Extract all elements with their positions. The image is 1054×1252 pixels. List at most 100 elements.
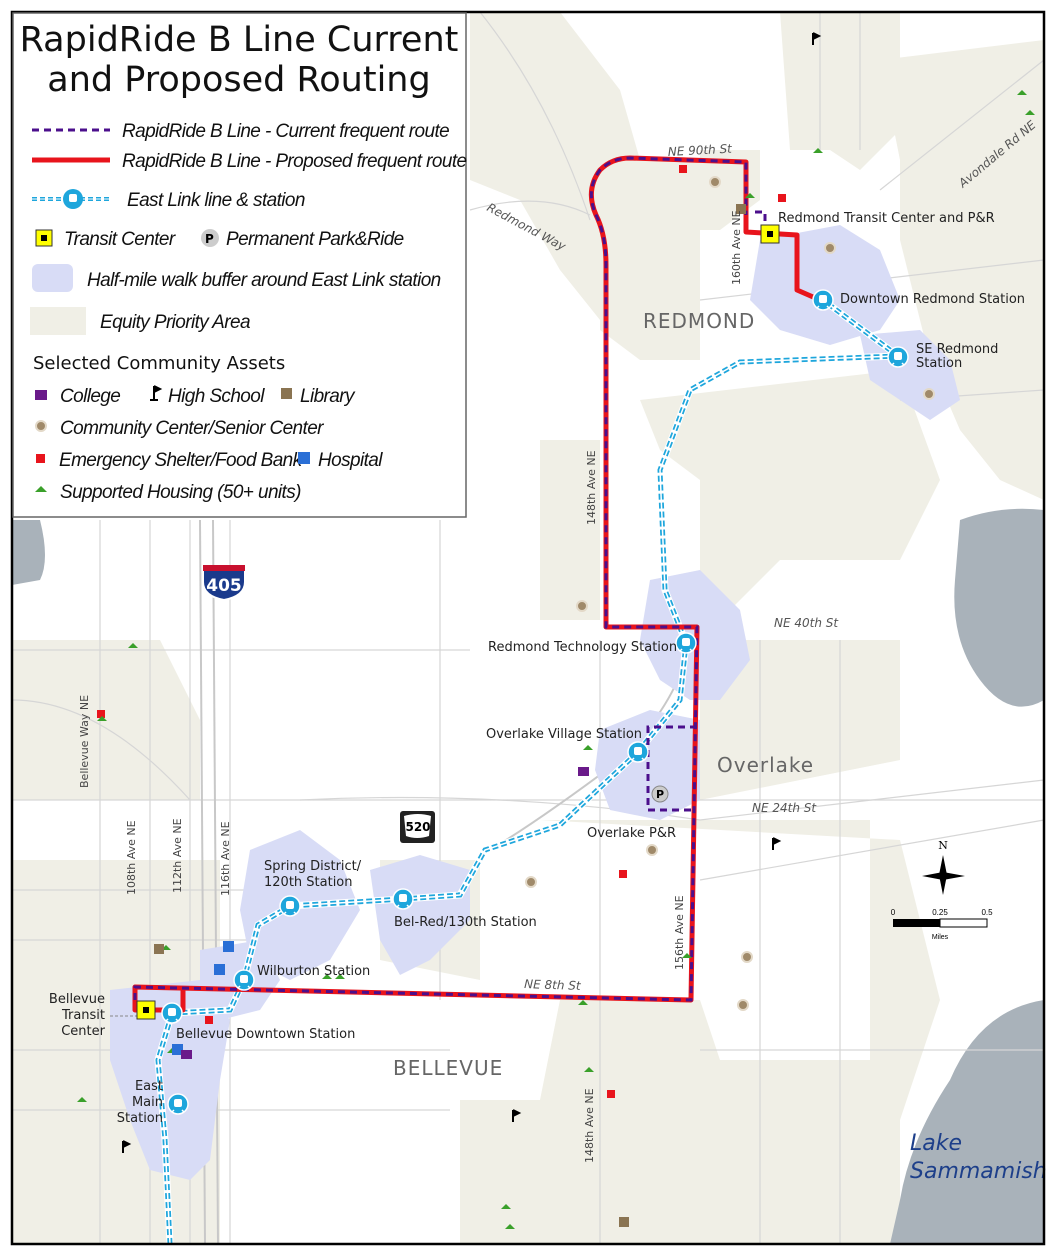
legend-housing: Supported Housing (50+ units)	[60, 482, 301, 503]
station-icon	[279, 895, 301, 917]
transit-center-icon	[110, 1000, 156, 1020]
legend-library: Library	[300, 386, 356, 407]
community-assets	[77, 32, 1035, 1229]
map-title-line1: RapidRide B Line Current	[20, 20, 459, 60]
street-ne40: NE 40th St	[774, 616, 839, 630]
se-redmond-label-2: Station	[916, 356, 962, 371]
legend-transit-center: Transit Center	[64, 229, 176, 250]
overlake-village-label: Overlake Village Station	[486, 727, 642, 742]
station-icon	[167, 1093, 189, 1115]
street-ne24: NE 24th St	[752, 801, 817, 815]
emergency-shelter-icon	[97, 165, 786, 1098]
lake-label-1: Lake	[910, 1131, 962, 1156]
bellevue-tc-label-1: Bellevue	[49, 992, 105, 1007]
shelter-icon	[36, 454, 45, 463]
current-route	[133, 156, 767, 1002]
i405-label: 405	[206, 576, 242, 596]
i405-shield: 405	[202, 565, 246, 602]
park-ride-swatch: P	[201, 229, 219, 247]
spring-district-label-1: Spring District/	[264, 859, 362, 874]
legend-east-link: East Link line & station	[127, 190, 305, 211]
hospital-icon	[298, 452, 310, 464]
lake-water	[954, 508, 1044, 707]
bellevue-tc-label-2: Transit	[61, 1008, 105, 1023]
bellevue-city-label: BELLEVUE	[393, 1056, 503, 1080]
equity-swatch	[30, 307, 86, 335]
scale-bar: 0 0.25 0.5 Miles	[891, 908, 993, 941]
street-112th: 112th Ave NE	[171, 818, 184, 893]
lake-washington-water	[12, 520, 45, 585]
scale-unit: Miles	[932, 934, 949, 941]
street-108th: 108th Ave NE	[125, 820, 138, 895]
high-school-icon	[150, 385, 163, 401]
legend-buffer: Half-mile walk buffer around East Link s…	[87, 270, 441, 291]
station-icon	[161, 1002, 183, 1024]
bellevue-downtown-label: Bellevue Downtown Station	[176, 1027, 355, 1042]
bellevue-tc-label-3: Center	[61, 1024, 105, 1039]
redmond-city-label: REDMOND	[643, 309, 755, 333]
station-icon	[392, 888, 414, 910]
legend-college: College	[60, 386, 120, 407]
hospital-icon	[172, 941, 234, 1055]
buffer-swatch	[32, 264, 73, 292]
overlake-label: Overlake	[717, 753, 814, 777]
street-160th: 160th Ave NE	[730, 210, 743, 285]
community-center-icon	[35, 420, 47, 432]
lake-label-2: Sammamish	[910, 1159, 1047, 1184]
legend-equity: Equity Priority Area	[100, 312, 250, 333]
legend-shelter: Emergency Shelter/Food Bank	[59, 450, 304, 471]
sr520-label: 520	[405, 820, 430, 834]
street-148th-south: 148th Ave NE	[583, 1088, 596, 1163]
svg-text:P: P	[205, 232, 214, 246]
housing-icon	[35, 486, 47, 492]
spring-district-label-2: 120th Station	[264, 875, 353, 890]
svg-text:P: P	[656, 788, 664, 801]
street-116th: 116th Ave NE	[219, 821, 232, 896]
college-icon	[181, 767, 589, 1059]
station-icon	[887, 346, 909, 368]
north-arrow: N	[922, 839, 965, 895]
scale-mid: 0.25	[932, 908, 948, 917]
stations	[161, 289, 909, 1115]
station-icon	[812, 289, 834, 311]
transit-center-icon	[760, 224, 780, 244]
map-frame	[10, 10, 1046, 1246]
east-main-label-2: Main	[132, 1095, 163, 1110]
north-label: N	[938, 839, 948, 852]
legend-community-center: Community Center/Senior Center	[60, 418, 324, 439]
street-148th-north: 148th Ave NE	[585, 450, 598, 525]
library-icon	[154, 204, 746, 1227]
station-icon	[675, 632, 697, 654]
redmond-tc-label: Redmond Transit Center and P&R	[778, 211, 995, 226]
se-redmond-label-1: SE Redmond	[916, 342, 998, 357]
east-main-label-1: East	[135, 1079, 163, 1094]
street-bellevue-way: Bellevue Way NE	[78, 695, 91, 788]
lake-sammamish-water	[890, 1000, 1044, 1244]
station-icon	[233, 969, 255, 991]
transit-center-swatch	[35, 229, 53, 247]
college-icon	[35, 390, 47, 400]
sr520-shield: 520	[400, 811, 435, 843]
community-center-icon	[525, 176, 935, 1011]
scale-end: 0.5	[981, 908, 993, 917]
legend-assets-heading: Selected Community Assets	[33, 353, 285, 374]
supported-housing-icon	[77, 90, 1035, 1229]
street-156th: 156th Ave NE	[673, 895, 686, 970]
belred-label: Bel-Red/130th Station	[394, 915, 537, 930]
legend-current-route: RapidRide B Line - Current frequent rout…	[122, 121, 449, 142]
map-title-line2: and Proposed Routing	[47, 60, 430, 100]
east-link-swatch	[32, 189, 110, 209]
library-icon	[281, 388, 292, 399]
overlake-pr-label: Overlake P&R	[587, 826, 676, 841]
station-icon	[627, 741, 649, 763]
legend-high-school: High School	[168, 386, 265, 407]
legend-hospital: Hospital	[318, 450, 383, 471]
east-main-label-3: Station	[117, 1111, 163, 1126]
wilburton-label: Wilburton Station	[257, 964, 370, 979]
street-ne8: NE 8th St	[524, 977, 582, 993]
street-ne90: NE 90th St	[667, 142, 733, 159]
legend-proposed-route: RapidRide B Line - Proposed frequent rou…	[122, 151, 467, 172]
scale-zero: 0	[891, 908, 896, 917]
legend: RapidRide B Line Current and Proposed Ro…	[12, 12, 467, 518]
